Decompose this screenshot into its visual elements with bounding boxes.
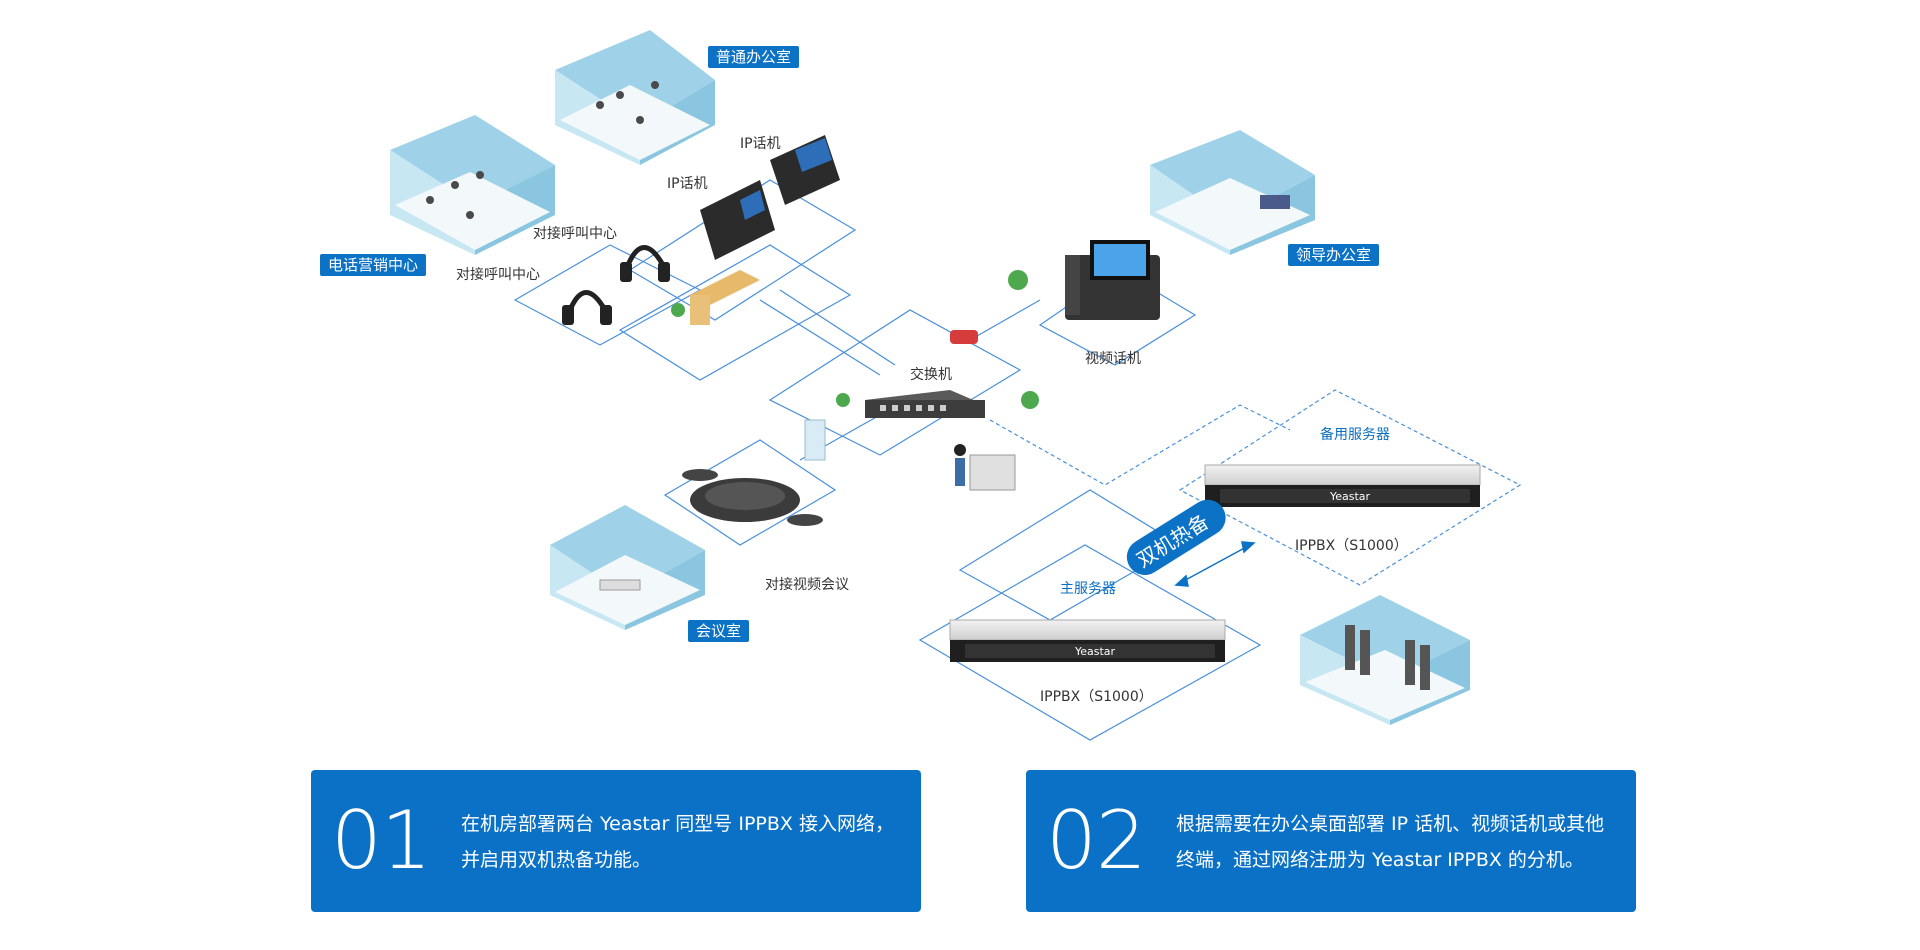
leader-office-tag: 领导办公室 bbox=[1288, 244, 1380, 266]
backup-server-icon bbox=[1204, 464, 1481, 507]
switch-label: 交换机 bbox=[910, 367, 952, 383]
video-phone-label: 视频话机 bbox=[1085, 351, 1141, 367]
step-card-1: 01 在机房部署两台 Yeastar 同型号 IPPBX 接入网络，并启用双机热… bbox=[311, 770, 921, 912]
telemarketing-room bbox=[390, 115, 555, 255]
hot-standby-badge bbox=[1126, 499, 1226, 575]
leader-office-room bbox=[1150, 130, 1315, 255]
main-server-zone bbox=[918, 544, 1262, 741]
step-description: 根据需要在办公桌面部署 IP 话机、视频话机或其他终端，通过网络注册为 Yeas… bbox=[1176, 813, 1605, 871]
step-card-2: 02 根据需要在办公桌面部署 IP 话机、视频话机或其他终端，通过网络注册为 Y… bbox=[1026, 770, 1636, 912]
main-server-label: 主服务器 bbox=[1060, 581, 1116, 597]
normal-office-room bbox=[555, 30, 715, 165]
headset-icon bbox=[567, 245, 666, 312]
backup-model-label: IPPBX（S1000） bbox=[1295, 538, 1408, 554]
telemarketing-tag: 电话营销中心 bbox=[320, 254, 427, 276]
ip-phone-label-a: IP话机 bbox=[740, 136, 781, 152]
step-description: 在机房部署两台 Yeastar 同型号 IPPBX 接入网络，并启用双机热备功能… bbox=[461, 813, 894, 871]
backup-server-brand: Yeastar bbox=[1329, 490, 1371, 503]
ip-phone-icon bbox=[700, 135, 840, 260]
shelf-icon bbox=[690, 270, 760, 325]
normal-office-tag: 普通办公室 bbox=[708, 46, 800, 68]
person-icon bbox=[954, 444, 966, 486]
sync-arrow-icon bbox=[1174, 541, 1256, 587]
meeting-room-tag: 会议室 bbox=[688, 620, 750, 642]
main-server-brand: Yeastar bbox=[1074, 645, 1116, 658]
meeting-room bbox=[550, 505, 705, 630]
plant-icon bbox=[671, 270, 1039, 409]
ip-phone-label-b: IP话机 bbox=[667, 176, 708, 192]
switch-zone bbox=[768, 309, 1022, 456]
video-conf-zone bbox=[663, 439, 837, 546]
backup-server-label: 备用服务器 bbox=[1320, 427, 1390, 443]
switch-icon bbox=[865, 390, 985, 418]
video-phone-icon bbox=[1065, 240, 1160, 320]
step-number: 02 bbox=[1046, 794, 1147, 887]
conference-phone-icon bbox=[682, 469, 823, 526]
water-cooler-icon bbox=[804, 419, 826, 461]
call-center-label-a: 对接呼叫中心 bbox=[533, 226, 617, 242]
printer-icon bbox=[969, 454, 1016, 491]
main-server-icon bbox=[949, 619, 1226, 662]
data-center-room bbox=[1300, 595, 1470, 725]
main-model-label: IPPBX（S1000） bbox=[1040, 689, 1153, 705]
video-conf-label: 对接视频会议 bbox=[765, 577, 849, 593]
backup-server-zone bbox=[1178, 389, 1522, 586]
call-center-label-b: 对接呼叫中心 bbox=[456, 267, 540, 283]
step-number: 01 bbox=[331, 794, 432, 887]
car-icon bbox=[950, 330, 978, 344]
